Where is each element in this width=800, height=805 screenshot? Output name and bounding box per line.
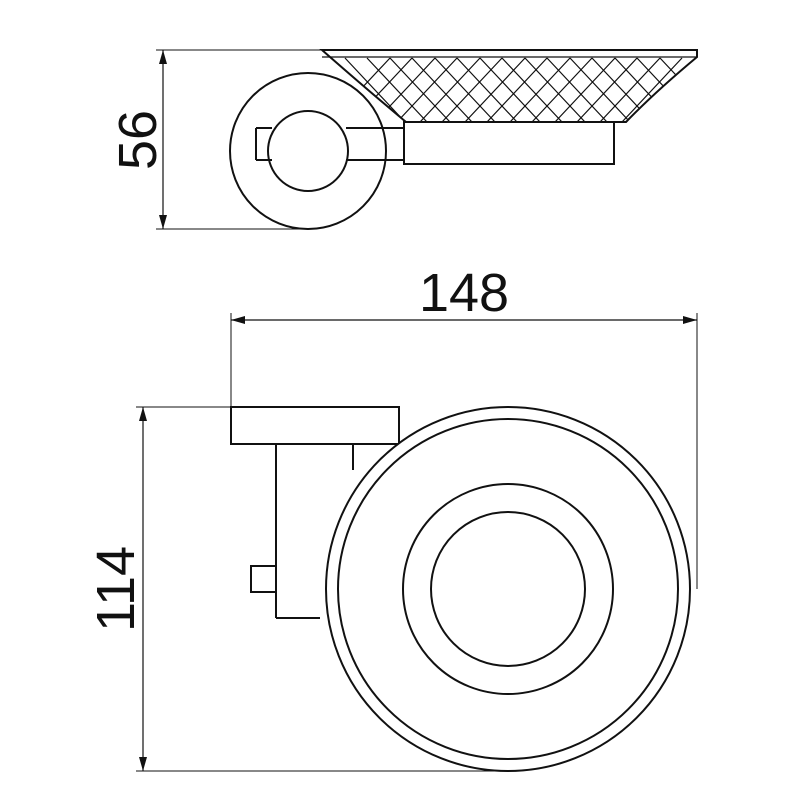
dimension-label-148: 148 [419, 263, 509, 323]
front-set-screw [250, 565, 277, 593]
dimension-label-114: 114 [86, 546, 146, 632]
side-view: 56 [108, 49, 698, 230]
side-holder-arm [255, 127, 404, 161]
front-view: 148 114 [86, 263, 698, 772]
front-dish-inner-rim [337, 418, 679, 760]
front-dish-bowl [402, 483, 614, 695]
front-dish-center [430, 511, 586, 667]
front-dish-outer-rim [325, 406, 691, 772]
dimension-front-width: 148 [230, 263, 698, 589]
dimension-front-height: 114 [86, 406, 508, 772]
dimension-label-56: 56 [108, 110, 168, 170]
dimension-side-height: 56 [108, 49, 322, 230]
front-wall-plate [230, 406, 400, 445]
side-flange-hub [267, 110, 349, 192]
side-dish-base [403, 121, 615, 165]
side-soap-dish [319, 49, 698, 123]
side-wall-flange [229, 72, 387, 230]
